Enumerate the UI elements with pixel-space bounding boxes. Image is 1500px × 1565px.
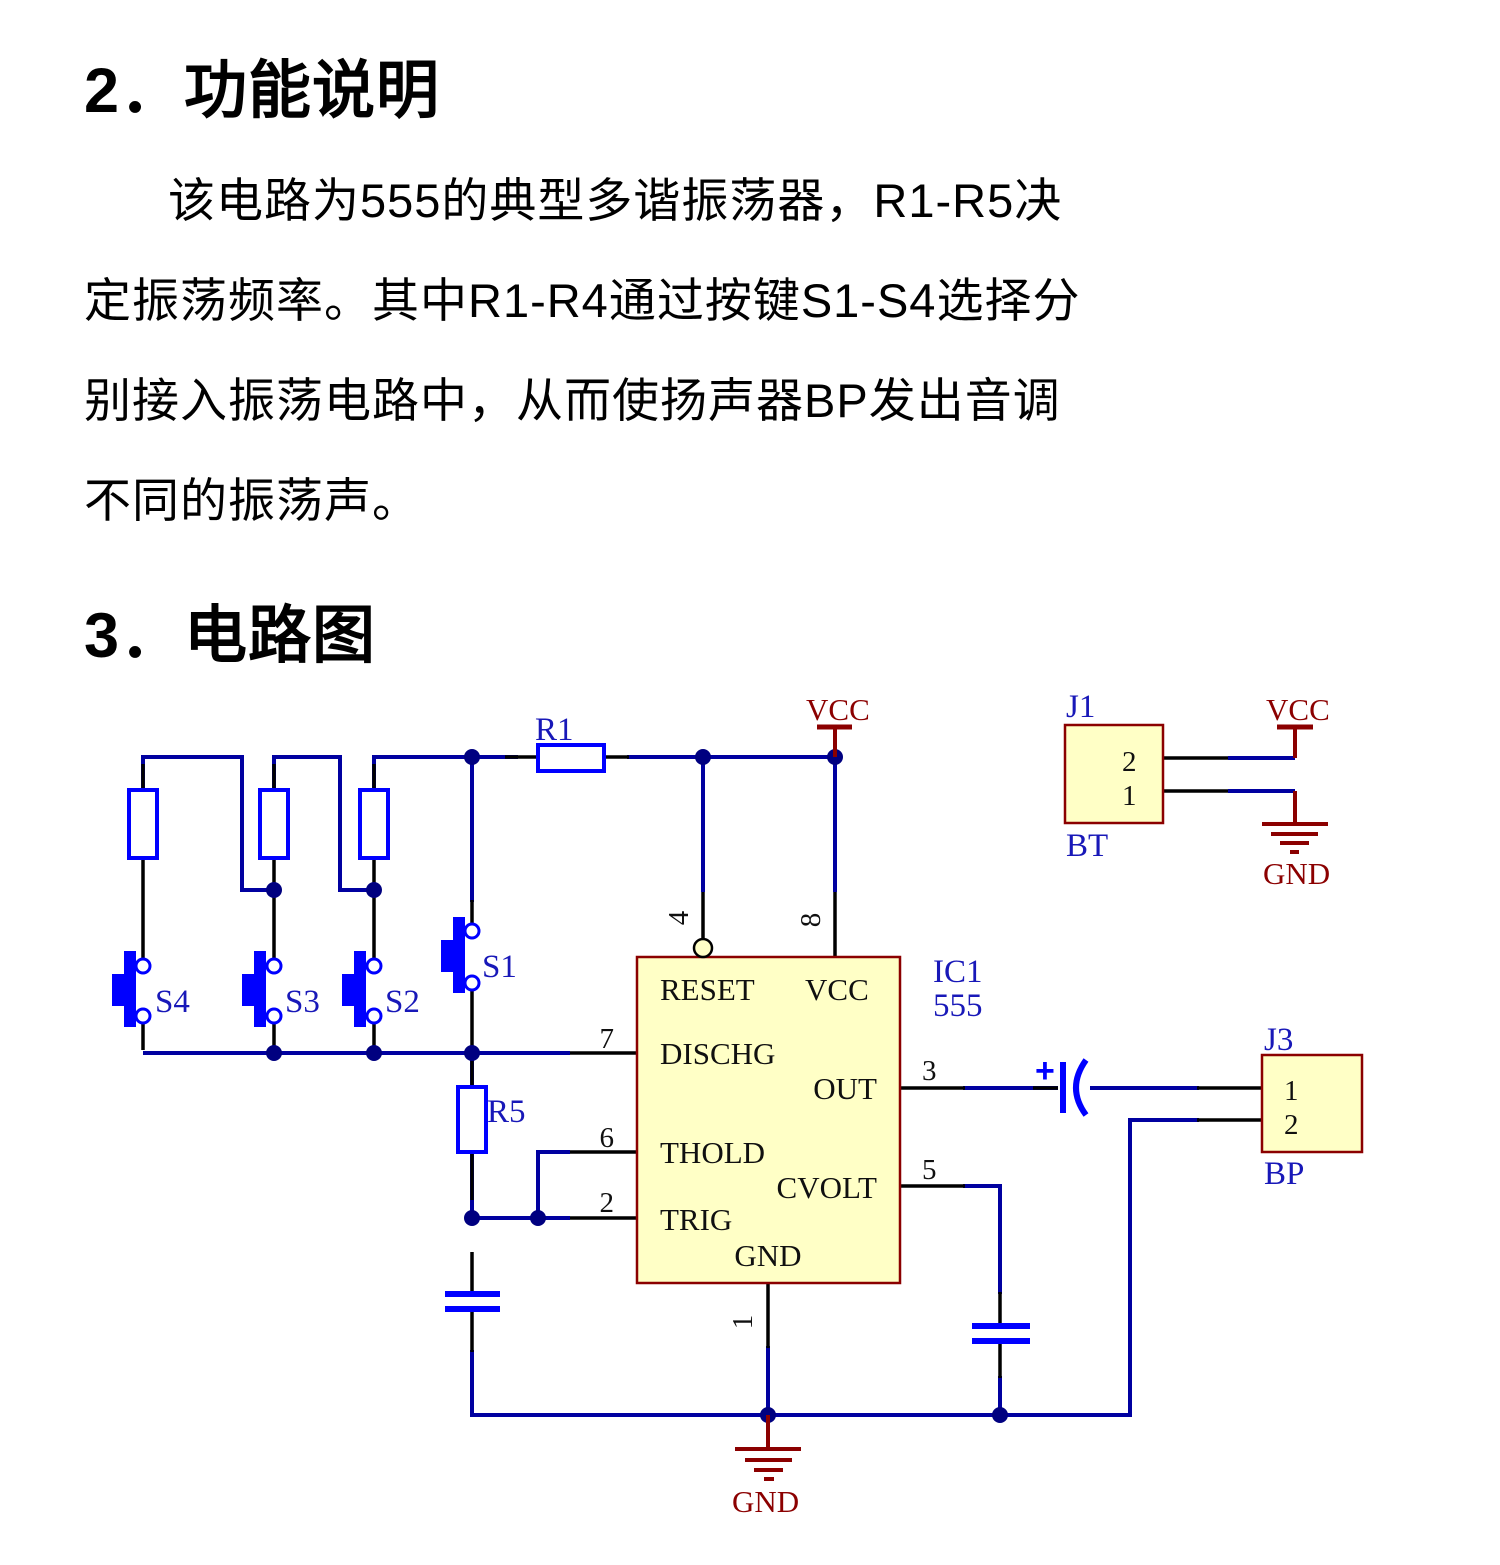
connector-j3: J3 1 2 BP (1260, 1022, 1364, 1192)
pin-number-3: 3 (922, 1055, 937, 1087)
pin-number-5: 5 (922, 1154, 937, 1186)
ic-pin-out: OUT (813, 1071, 877, 1106)
ic-pin-reset: RESET (660, 972, 755, 1007)
resistor-r5-label: R5 (487, 1094, 526, 1130)
ic-pin-thold: THOLD (660, 1135, 765, 1170)
ic-pin-dischg: DISCHG (660, 1036, 775, 1071)
ic-part-label: 555 (933, 988, 983, 1024)
j1-pin-2: 2 (1122, 746, 1137, 778)
ic-ref-label: IC1 (933, 954, 983, 990)
switch-s1: S1 (441, 917, 517, 993)
vcc-label-main: VCC (806, 692, 870, 727)
ic-pin-gnd: GND (734, 1238, 801, 1273)
vcc-symbol-main: VCC (806, 692, 870, 757)
pin-stubs (141, 755, 1262, 1378)
j3-ref-label: J3 (1264, 1022, 1293, 1058)
switch-s4: S4 (112, 951, 190, 1027)
resistor-r3 (258, 788, 290, 860)
pin-number-6: 6 (600, 1122, 615, 1154)
switch-s2-label: S2 (385, 984, 420, 1020)
pin-number-7: 7 (600, 1023, 615, 1055)
ic-pin-cvolt: CVOLT (777, 1170, 878, 1205)
j1-pin-1: 1 (1122, 780, 1137, 812)
resistor-r5: R5 (456, 1085, 526, 1154)
switch-s3: S3 (242, 951, 320, 1027)
ic-pin-vcc: VCC (805, 972, 869, 1007)
vcc-label-j1: VCC (1266, 692, 1330, 727)
pin-number-1: 1 (727, 1315, 759, 1330)
j1-name-label: BT (1066, 828, 1108, 864)
resistor-r1-label: R1 (535, 712, 574, 748)
j3-pin-2: 2 (1284, 1109, 1299, 1141)
gnd-symbol-main: GND (732, 1415, 801, 1519)
pin-number-4: 4 (663, 910, 695, 925)
gnd-label-j1: GND (1263, 856, 1330, 891)
switch-s1-label: S1 (482, 949, 517, 985)
gnd-label-main: GND (732, 1484, 799, 1519)
resistor-r1: R1 (535, 712, 606, 773)
body-line-1: 该电路为555的典型多谐振荡器，R1-R5决 (168, 174, 1063, 227)
ic-555: RESET VCC DISCHG OUT THOLD CVOLT TRIG GN… (600, 910, 983, 1329)
j3-name-label: BP (1264, 1156, 1304, 1192)
vcc-symbol-j1: VCC (1266, 692, 1330, 758)
section-2-heading: 2．功能说明 (84, 56, 441, 126)
gnd-symbol-j1: GND (1262, 791, 1330, 891)
cvolt-capacitor (972, 1323, 1030, 1344)
timing-capacitor (445, 1291, 500, 1312)
body-line-2: 定振荡频率。其中R1-R4通过按键S1-S4选择分 (84, 274, 1081, 327)
section-3-heading: 3．电路图 (84, 601, 377, 671)
output-polarized-capacitor: + (1035, 1052, 1089, 1117)
j1-ref-label: J1 (1066, 689, 1095, 725)
connector-j1: J1 2 1 BT (1063, 689, 1165, 864)
body-line-3: 别接入振荡电路中，从而使扬声器BP发出音调 (84, 374, 1061, 427)
switch-s4-label: S4 (155, 984, 190, 1020)
reset-bubble (692, 937, 714, 959)
pin-number-8: 8 (795, 913, 827, 928)
body-line-4: 不同的振荡声。 (84, 474, 420, 527)
ic-pin-trig: TRIG (660, 1202, 732, 1237)
resistor-r2 (358, 788, 390, 860)
resistor-r4 (127, 788, 159, 860)
pin-number-2: 2 (600, 1187, 615, 1219)
j3-pin-1: 1 (1284, 1075, 1299, 1107)
switch-s2: S2 (342, 951, 420, 1027)
switch-s3-label: S3 (285, 984, 320, 1020)
capacitor-plus-sign: + (1035, 1052, 1055, 1090)
